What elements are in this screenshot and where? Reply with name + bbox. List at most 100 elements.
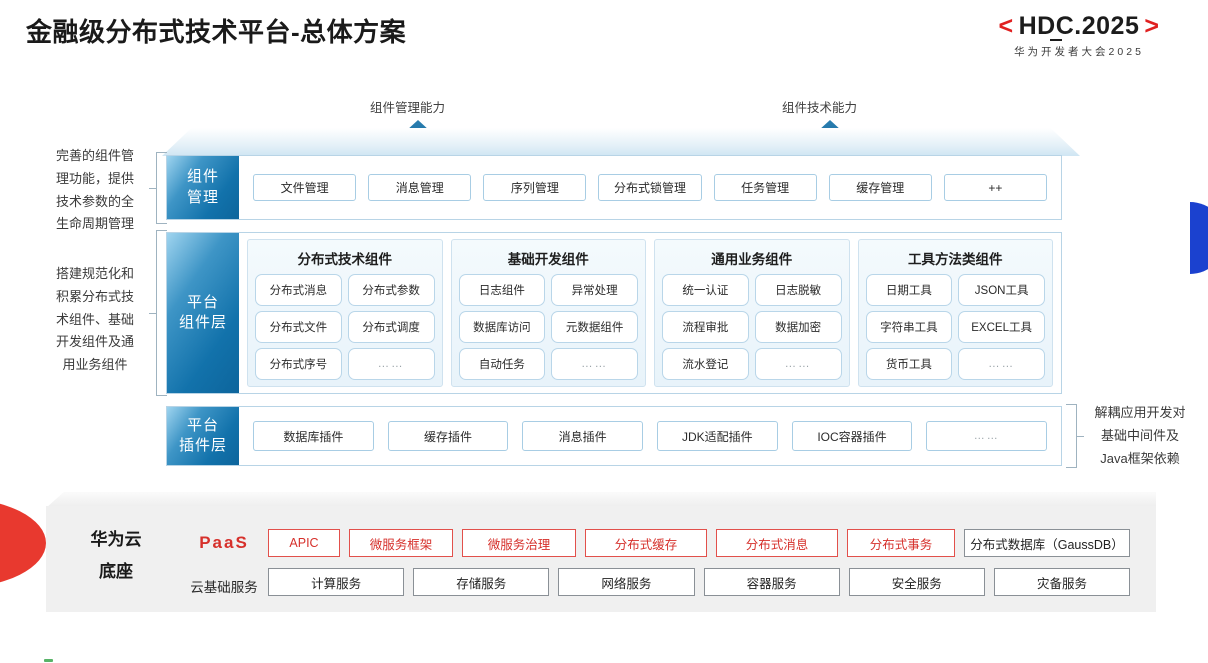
chip-cache-management[interactable]: 缓存管理 [828,174,932,201]
chip-distributed-sequence[interactable]: 分布式序号 [255,348,342,380]
base-title-line-1: 华为云 [90,530,142,549]
group-grid-tool-method: 日期工具 JSON工具 字符串工具 EXCEL工具 货币工具 …… [865,274,1045,380]
chip-log-component[interactable]: 日志组件 [458,274,546,306]
layer-body-component-management: 文件管理 消息管理 序列管理 分布式锁管理 任务管理 缓存管理 ++ [239,156,1061,219]
paas-row-label: PaaS [199,533,249,552]
side-note-left-bottom-line-4: 开发组件及通 [55,334,134,350]
chip-metadata-component[interactable]: 元数据组件 [551,311,638,343]
chip-task-management[interactable]: 任务管理 [713,174,817,201]
layer-label-component-management: 组件 管理 [167,156,239,219]
chip-basic-dev-more[interactable]: …… [551,348,638,380]
side-note-left-bottom: 搭建规范化和 积累分布式技 术组件、基础 开发组件及通 用业务组件 [34,263,156,377]
chip-auto-task[interactable]: 自动任务 [458,348,546,380]
chip-exception-handling[interactable]: 异常处理 [551,274,638,306]
group-grid-distributed-tech: 分布式消息 分布式参数 分布式文件 分布式调度 分布式序号 …… [255,274,435,380]
hdc-logo: < HDC.2025 > 华为开发者大会2025 [964,14,1194,59]
group-title-tool-method: 工具方法类组件 [908,252,1003,267]
chip-string-tool[interactable]: 字符串工具 [865,311,953,343]
logo-bracket-left-icon: < [998,12,1014,40]
infra-chip-storage[interactable]: 存储服务 [413,568,550,596]
side-note-left-top-line-4: 生命周期管理 [55,216,134,232]
paas-chip-distributed-transaction[interactable]: 分布式事务 [847,529,955,557]
chip-ioc-container-plugin[interactable]: IOC容器插件 [791,421,913,451]
chip-currency-tool[interactable]: 货币工具 [865,348,953,380]
chip-excel-tool[interactable]: EXCEL工具 [958,311,1045,343]
chip-database-plugin[interactable]: 数据库插件 [253,421,374,451]
chip-distributed-file[interactable]: 分布式文件 [255,311,342,343]
paas-chip-distributed-message[interactable]: 分布式消息 [716,529,838,557]
hdc-logo-subtitle: 华为开发者大会2025 [1014,46,1144,58]
chip-unified-authentication[interactable]: 统一认证 [662,274,749,306]
paas-service-row: APIC 微服务框架 微服务治理 分布式缓存 分布式消息 分布式事务 分布式数据… [268,529,1130,557]
group-basic-dev-components: 基础开发组件 日志组件 异常处理 数据库访问 元数据组件 自动任务 …… [450,239,646,387]
group-distributed-tech-components: 分布式技术组件 分布式消息 分布式参数 分布式文件 分布式调度 分布式序号 …… [247,239,443,387]
chip-message-plugin[interactable]: 消息插件 [522,421,644,451]
green-tick-decoration [44,659,53,662]
infra-chip-security[interactable]: 安全服务 [848,568,985,596]
chip-json-tool[interactable]: JSON工具 [958,274,1045,306]
chip-distributed-lock-management[interactable]: 分布式锁管理 [598,174,702,201]
chip-sequence-management[interactable]: 序列管理 [483,174,587,201]
infra-chip-network[interactable]: 网络服务 [558,568,695,596]
chip-distributed-more[interactable]: …… [347,348,435,380]
layer-platform-plugin: 平台 插件层 数据库插件 缓存插件 消息插件 JDK适配插件 IOC容器插件 …… [166,406,1062,466]
infra-row-label: 云基础服务 [190,580,258,595]
base-panel [46,506,1156,612]
chip-distributed-parameter[interactable]: 分布式参数 [347,274,435,306]
page-title: 金融级分布式技术平台-总体方案 [26,17,407,47]
chip-data-encryption[interactable]: 数据加密 [754,311,842,343]
side-note-left-bottom-line-5: 用业务组件 [62,357,128,372]
group-title-basic-dev: 基础开发组件 [507,252,589,267]
infra-service-row: 计算服务 存储服务 网络服务 容器服务 安全服务 灾备服务 [268,568,1131,596]
chip-process-approval[interactable]: 流程审批 [662,311,749,343]
blue-arc-decoration [1190,202,1208,274]
chip-cache-plugin[interactable]: 缓存插件 [387,421,509,451]
arrow-label-component-management: 组件管理能力 [370,101,446,115]
chip-transaction-register[interactable]: 流水登记 [662,348,749,380]
hdc-logo-main: < HDC.2025 > [964,12,1194,41]
group-title-general-business: 通用业务组件 [711,252,793,267]
base-title-line-2: 底座 [99,562,133,582]
paas-chip-microservice-framework[interactable]: 微服务框架 [349,529,453,557]
bracket-left-component [149,230,167,396]
chip-date-tool[interactable]: 日期工具 [865,274,953,306]
paas-chip-microservice-governance[interactable]: 微服务治理 [462,529,576,557]
layer-platform-component: 平台 组件层 分布式技术组件 分布式消息 分布式参数 分布式文件 分布式调度 分… [166,232,1062,394]
group-tool-method-components: 工具方法类组件 日期工具 JSON工具 字符串工具 EXCEL工具 货币工具 …… [857,239,1053,387]
layer-label-platform-component: 平台 组件层 [167,233,239,393]
side-note-right-line-2: 基础中间件及 [1100,427,1179,443]
chip-message-management[interactable]: 消息管理 [368,174,472,201]
infra-chip-container[interactable]: 容器服务 [703,568,840,596]
chip-jdk-adapter-plugin[interactable]: JDK适配插件 [657,421,778,451]
chip-file-management[interactable]: 文件管理 [253,174,357,201]
layer-component-management: 组件 管理 文件管理 消息管理 序列管理 分布式锁管理 任务管理 缓存管理 ++ [166,155,1062,220]
layer-label-line-2: 组件层 [178,314,227,331]
chip-distributed-scheduling[interactable]: 分布式调度 [347,311,435,343]
side-note-left-top-line-2: 理功能，提供 [55,170,134,186]
chip-log-masking[interactable]: 日志脱敏 [754,274,842,306]
chip-database-access[interactable]: 数据库访问 [458,311,546,343]
group-grid-general-business: 统一认证 日志脱敏 流程审批 数据加密 流水登记 …… [662,274,842,380]
side-note-right-line-3: Java框架依赖 [1100,450,1180,466]
chip-tool-method-more[interactable]: …… [958,348,1045,380]
chip-more-plus[interactable]: ++ [943,174,1047,201]
chip-plugin-more[interactable]: …… [926,421,1048,451]
paas-chip-distributed-cache[interactable]: 分布式缓存 [585,529,707,557]
base-panel-bevel [46,492,1156,508]
chip-distributed-message[interactable]: 分布式消息 [255,274,342,306]
layer-label-platform-plugin: 平台 插件层 [167,407,239,465]
side-note-left-top-line-1: 完善的组件管 [55,148,134,163]
infra-chip-compute[interactable]: 计算服务 [268,568,405,596]
paas-chip-distributed-database[interactable]: 分布式数据库（GaussDB） [964,529,1130,557]
chip-general-business-more[interactable]: …… [754,348,842,380]
side-note-left-top-line-3: 技术参数的全 [55,193,134,209]
layer-label-line-2: 插件层 [178,437,227,454]
infra-chip-disaster-recovery[interactable]: 灾备服务 [993,568,1131,596]
layer-label-line-1: 平台 [186,293,219,311]
bracket-right-plugin [1066,404,1084,468]
group-title-distributed-tech: 分布式技术组件 [297,252,393,267]
side-note-left-bottom-line-3: 术组件、基础 [55,311,134,327]
paas-chip-apic[interactable]: APIC [268,529,340,557]
layer-label-line-2: 管理 [186,188,219,206]
